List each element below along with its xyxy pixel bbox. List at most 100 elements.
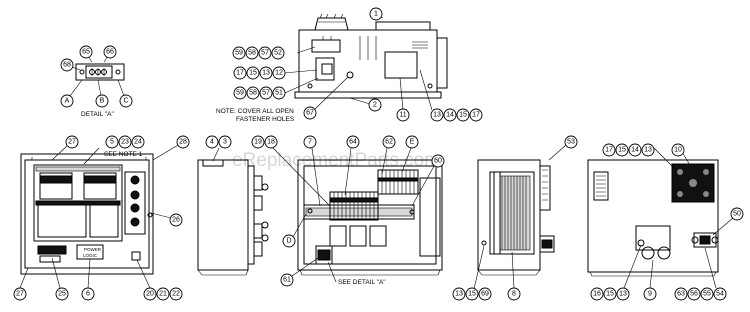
rear-view xyxy=(587,159,719,277)
svg-text:64: 64 xyxy=(349,139,357,146)
svg-text:21: 21 xyxy=(159,291,167,298)
callout-8: 8 xyxy=(507,251,521,301)
callout-row-59-58-57-52: 59 58 57 52 xyxy=(232,46,316,60)
svg-text:28: 28 xyxy=(179,139,187,146)
callout-row-63-56-55-54: 63 56 55 54 xyxy=(674,247,727,301)
callout-7: 7 xyxy=(303,135,321,207)
svg-text:20: 20 xyxy=(146,291,154,298)
front-panel-view: POWER LOGIC xyxy=(20,153,154,275)
svg-text:57: 57 xyxy=(262,90,270,97)
svg-text:15: 15 xyxy=(459,112,467,119)
callout-10: 10 xyxy=(671,143,691,166)
top-enclosure-view xyxy=(294,13,448,99)
callout-row-17-15-13-12: 17 15 13 12 xyxy=(233,66,318,80)
svg-text:50: 50 xyxy=(733,211,741,218)
callout-50: 50 xyxy=(712,207,744,236)
callout-60: 60 xyxy=(411,154,445,207)
see-note-1: SEE NOTE 1 xyxy=(104,151,143,158)
svg-text:8: 8 xyxy=(512,291,516,298)
svg-text:B: B xyxy=(100,98,105,105)
svg-text:10: 10 xyxy=(674,147,682,154)
svg-text:58: 58 xyxy=(248,50,256,57)
callout-53: 53 xyxy=(548,135,578,161)
svg-text:14: 14 xyxy=(446,112,454,119)
svg-text:3: 3 xyxy=(223,139,227,146)
svg-text:57: 57 xyxy=(261,50,269,57)
callout-E: E xyxy=(401,135,419,173)
callout-row-13-14-15-17: 13 14 15 17 xyxy=(419,69,483,122)
callout-row-5-23-24: 5 23 24 xyxy=(83,135,145,165)
callout-9: 9 xyxy=(643,259,657,301)
callout-1: 1 xyxy=(369,7,384,21)
svg-text:11: 11 xyxy=(399,112,406,119)
svg-text:5: 5 xyxy=(110,139,114,146)
svg-text:C: C xyxy=(123,98,128,105)
svg-text:12: 12 xyxy=(275,70,283,77)
power-plate-line1: POWER xyxy=(84,247,102,252)
svg-text:E: E xyxy=(410,139,415,146)
svg-text:59: 59 xyxy=(236,90,244,97)
svg-text:13: 13 xyxy=(433,112,441,119)
callout-A: A xyxy=(60,94,74,108)
callout-61: 61 xyxy=(280,257,319,287)
svg-text:7: 7 xyxy=(308,139,312,146)
detail-a-title: DETAIL "A" xyxy=(81,111,114,118)
callout-66: 66 xyxy=(103,45,117,59)
svg-text:68: 68 xyxy=(63,62,71,69)
svg-text:19: 19 xyxy=(254,139,262,146)
callout-26: 26 xyxy=(150,212,183,227)
note-cover-line2: FASTENER HOLES xyxy=(236,116,295,123)
interior-backplate-view xyxy=(297,159,443,276)
svg-text:D: D xyxy=(286,238,291,245)
callout-11: 11 xyxy=(396,77,410,122)
svg-text:67: 67 xyxy=(306,110,314,117)
svg-text:14: 14 xyxy=(631,147,639,154)
see-detail-leader xyxy=(327,261,337,283)
svg-text:17: 17 xyxy=(605,147,613,154)
svg-text:55: 55 xyxy=(703,291,711,298)
svg-text:26: 26 xyxy=(172,217,180,224)
svg-text:15: 15 xyxy=(618,147,626,154)
svg-text:13: 13 xyxy=(262,70,270,77)
callout-row-13-15-69: 13 15 69 xyxy=(452,245,492,301)
svg-text:23: 23 xyxy=(121,139,129,146)
svg-text:69: 69 xyxy=(481,291,489,298)
svg-text:13: 13 xyxy=(619,291,627,298)
callout-row-59-58-57-51: 59 58 57 51 xyxy=(233,77,319,100)
svg-text:17: 17 xyxy=(236,70,244,77)
svg-text:53: 53 xyxy=(567,139,575,146)
svg-text:61: 61 xyxy=(283,277,291,284)
svg-text:9: 9 xyxy=(648,291,652,298)
svg-text:13: 13 xyxy=(644,147,652,154)
svg-text:60: 60 xyxy=(434,158,442,165)
svg-text:56: 56 xyxy=(690,291,698,298)
svg-text:62: 62 xyxy=(385,139,393,146)
svg-text:15: 15 xyxy=(606,291,614,298)
callout-67: 67 xyxy=(303,76,349,120)
callout-65: 65 xyxy=(79,45,93,59)
svg-text:1: 1 xyxy=(374,11,378,18)
svg-text:59: 59 xyxy=(235,50,243,57)
svg-text:58: 58 xyxy=(249,90,257,97)
svg-text:18: 18 xyxy=(267,139,275,146)
power-plate-line2: LOGIC xyxy=(83,253,98,258)
svg-text:22: 22 xyxy=(172,291,180,298)
svg-text:17: 17 xyxy=(472,112,480,119)
callout-2: 2 xyxy=(349,97,382,112)
svg-text:66: 66 xyxy=(106,49,114,56)
svg-text:6: 6 xyxy=(86,291,90,298)
svg-text:65: 65 xyxy=(82,49,90,56)
callout-25: 25 xyxy=(51,257,69,301)
callout-D: D xyxy=(282,213,307,248)
side-view xyxy=(197,159,269,276)
detail-a xyxy=(69,55,125,97)
svg-text:13: 13 xyxy=(455,291,463,298)
callout-B: B xyxy=(95,94,109,108)
svg-text:A: A xyxy=(65,98,70,105)
svg-text:27: 27 xyxy=(16,291,24,298)
callout-6: 6 xyxy=(81,258,95,301)
svg-text:51: 51 xyxy=(275,90,283,97)
svg-text:52: 52 xyxy=(274,50,282,57)
